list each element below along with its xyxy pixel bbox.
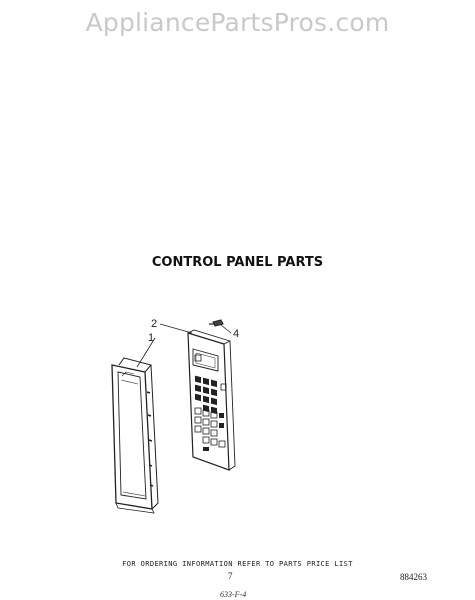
diagram-reference-code: 884263: [400, 572, 427, 582]
part-1-panel-frame: [111, 357, 159, 514]
part-2-control-panel: [187, 329, 236, 471]
site-watermark: AppliancePartsPros.com: [85, 8, 390, 37]
leader-line-1: [136, 337, 156, 368]
handwritten-code: 633-F-4: [220, 590, 247, 599]
callout-label-4: 4: [233, 328, 239, 340]
leader-line-4: [220, 324, 232, 334]
callout-label-2: 2: [151, 318, 157, 330]
diagram-title: CONTROL PANEL PARTS: [151, 255, 324, 270]
page-number: 7: [228, 571, 233, 581]
leader-line-2: [159, 323, 193, 334]
callout-label-1: 1: [148, 332, 154, 344]
part-4-screw: [209, 319, 224, 327]
ordering-info-note: FOR ORDERING INFORMATION REFER TO PARTS …: [122, 560, 353, 568]
